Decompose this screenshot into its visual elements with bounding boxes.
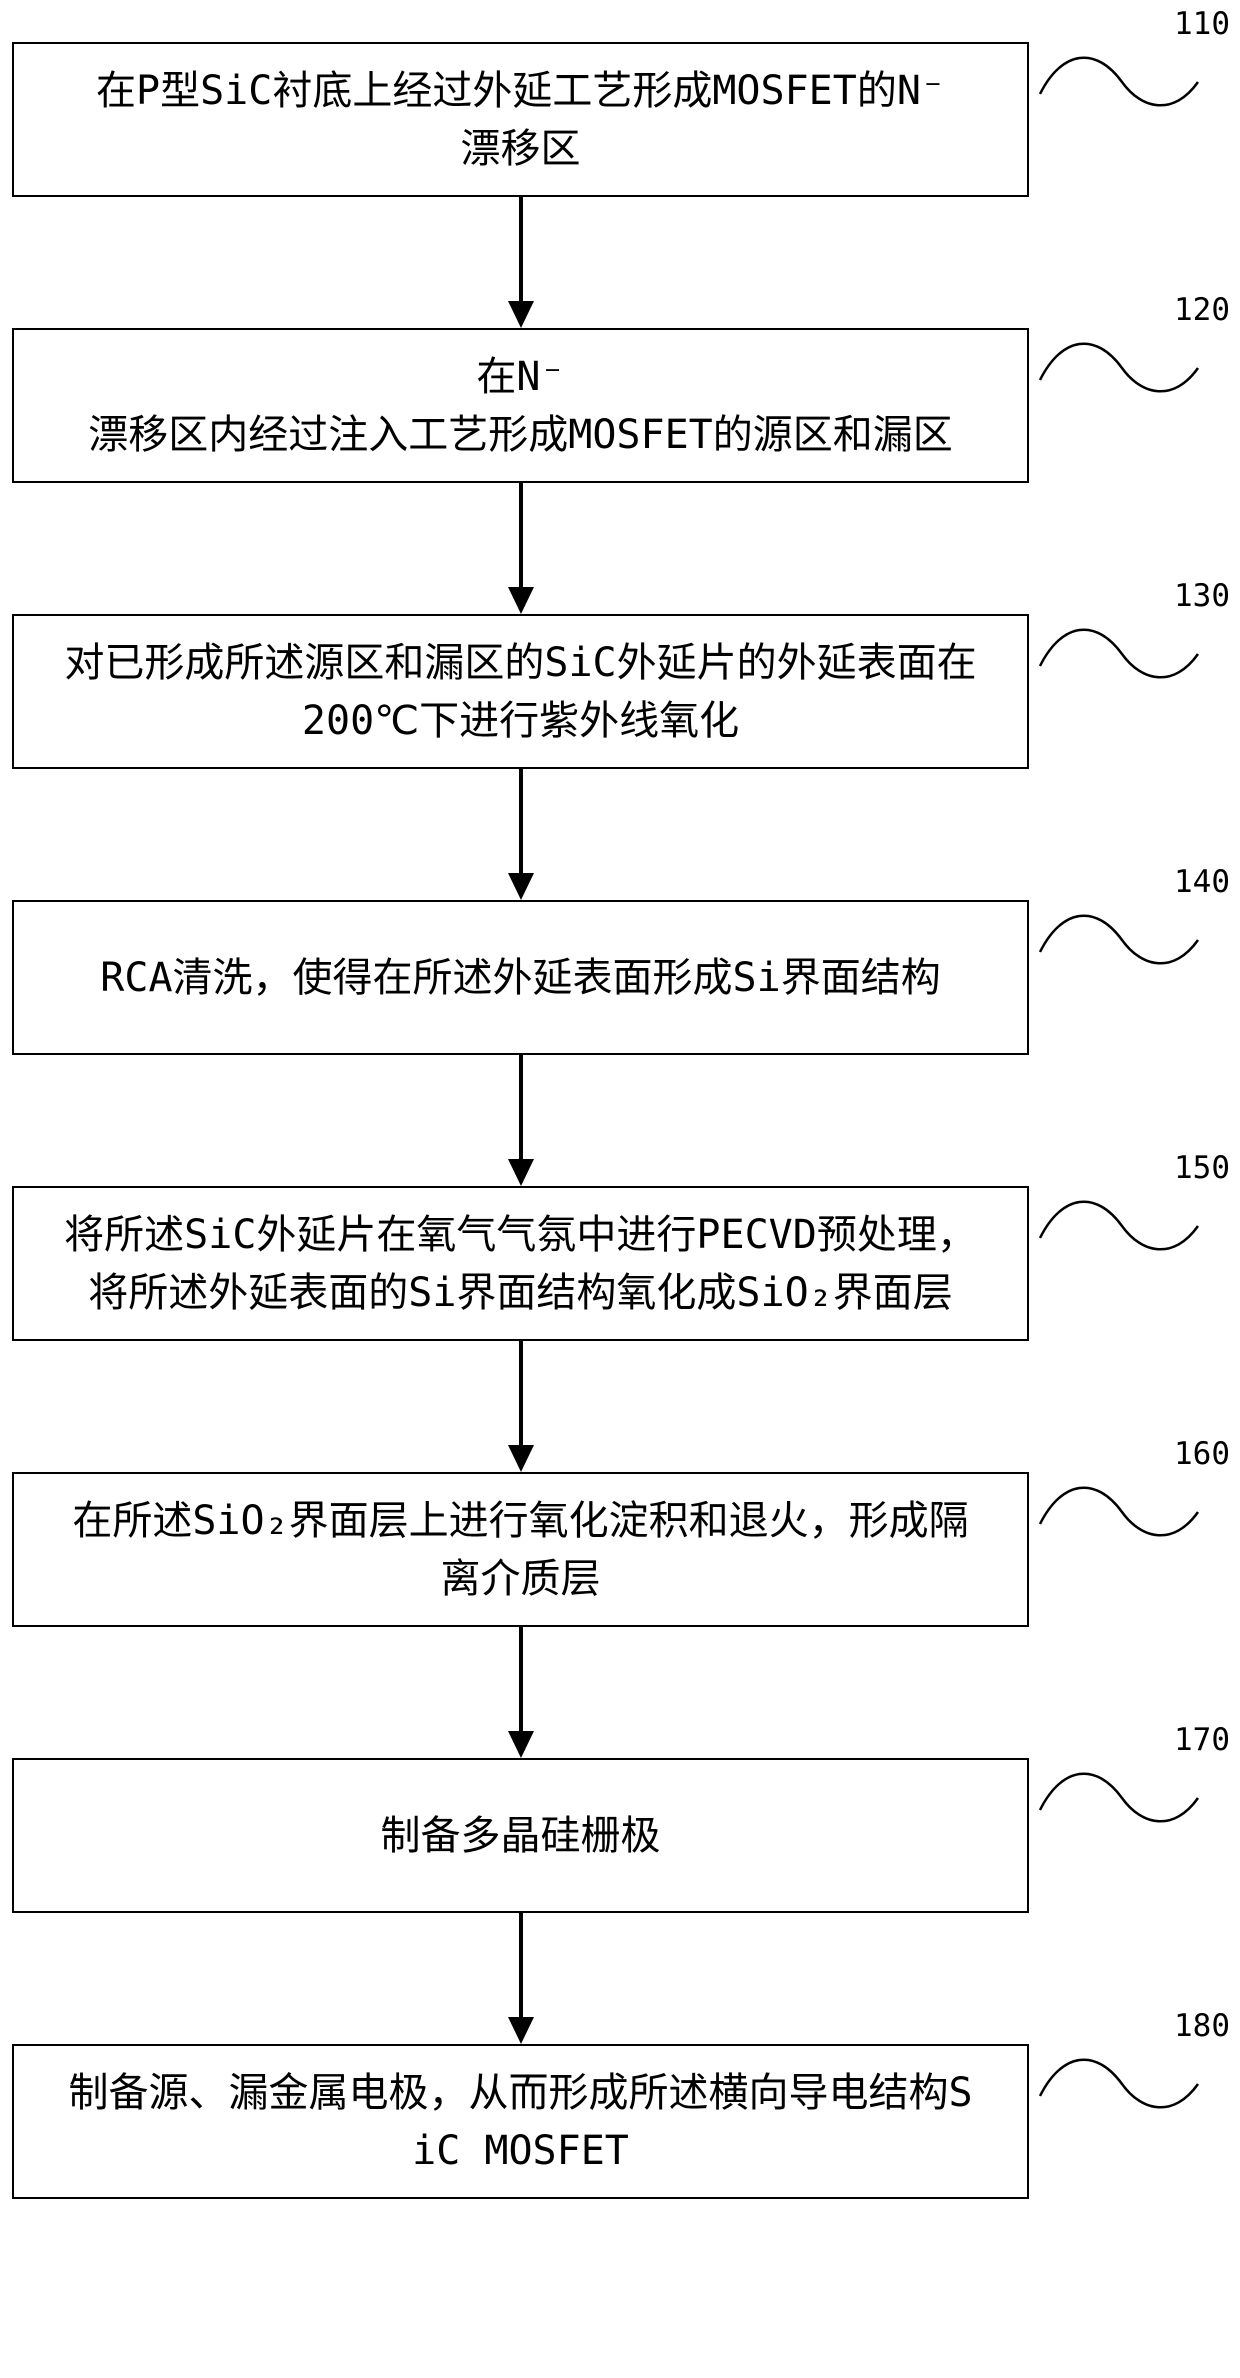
reference-number: 130 [1174,578,1230,614]
step-row-170: 170 制备多晶硅栅极 [0,1724,1240,1913]
arrow-shaft [518,1341,523,1445]
step-text-line: 离介质层 [440,1555,601,1602]
arrow-head [507,1445,534,1472]
wavy-connector-icon [1038,914,1200,965]
wavy-connector-icon [1038,1486,1200,1537]
step-text-line: 将所述外延表面的Si界面结构氧化成SiO₂界面层 [88,1269,953,1316]
reference-110: 110 [1002,8,1232,122]
arrow-shaft [518,1627,523,1731]
reference-160: 160 [1002,1438,1232,1552]
flow-arrow-down [12,1055,1029,1186]
step-text-line: RCA清洗，使得在所述外延表面形成Si界面结构 [100,954,941,1001]
step-text-line: 制备源、漏金属电极，从而形成所述横向导电结构S [68,2069,973,2116]
step-box-140: RCA清洗，使得在所述外延表面形成Si界面结构 [12,900,1029,1055]
step-text-line: iC MOSFET [412,2127,629,2174]
step-box-130: 对已形成所述源区和漏区的SiC外延片的外延表面在 200℃下进行紫外线氧化 [12,614,1029,769]
step-text-line: 200℃下进行紫外线氧化 [301,697,740,744]
reference-130: 130 [1002,580,1232,694]
step-text-line: 漂移区 [460,125,581,172]
step-box-180: 制备源、漏金属电极，从而形成所述横向导电结构S iC MOSFET [12,2044,1029,2199]
flow-arrow-down [12,1341,1029,1472]
wavy-connector-icon [1038,2058,1200,2109]
arrow-shaft [518,197,523,301]
arrow-shaft [518,1913,523,2017]
arrow-shaft [518,1055,523,1159]
step-row-180: 180 制备源、漏金属电极，从而形成所述横向导电结构S iC MOSFET [0,2010,1240,2199]
step-text-line: 制备多晶硅栅极 [380,1812,661,1859]
step-row-120: 120 在N⁻ 漂移区内经过注入工艺形成MOSFET的源区和漏区 [0,294,1240,483]
reference-170: 170 [1002,1724,1232,1838]
reference-120: 120 [1002,294,1232,408]
arrow-head [507,1159,534,1186]
step-text-line: 将所述SiC外延片在氧气气氛中进行PECVD预处理， [64,1211,977,1258]
reference-140: 140 [1002,866,1232,980]
step-row-110: 110 在P型SiC衬底上经过外延工艺形成MOSFET的N⁻ 漂移区 [0,8,1240,197]
flow-arrow-down [12,769,1029,900]
reference-number: 170 [1174,1722,1230,1758]
step-row-130: 130 对已形成所述源区和漏区的SiC外延片的外延表面在 200℃下进行紫外线氧… [0,580,1240,769]
step-row-160: 160 在所述SiO₂界面层上进行氧化淀积和退火，形成隔 离介质层 [0,1438,1240,1627]
step-text-line: 在P型SiC衬底上经过外延工艺形成MOSFET的N⁻ [96,67,945,114]
reference-number: 110 [1174,6,1230,42]
reference-number: 120 [1174,292,1230,328]
reference-number: 140 [1174,864,1230,900]
arrow-shaft [518,483,523,587]
wavy-connector-icon [1038,1200,1200,1251]
arrow-head [507,873,534,900]
step-box-110: 在P型SiC衬底上经过外延工艺形成MOSFET的N⁻ 漂移区 [12,42,1029,197]
step-text-line: 在所述SiO₂界面层上进行氧化淀积和退火，形成隔 [72,1497,969,1544]
flow-arrow-down [12,483,1029,614]
flow-arrow-down [12,1913,1029,2044]
arrow-head [507,587,534,614]
step-text-line: 在N⁻ [476,353,565,400]
step-row-140: 140 RCA清洗，使得在所述外延表面形成Si界面结构 [0,866,1240,1055]
step-box-160: 在所述SiO₂界面层上进行氧化淀积和退火，形成隔 离介质层 [12,1472,1029,1627]
flow-arrow-down [12,197,1029,328]
reference-150: 150 [1002,1152,1232,1266]
step-text-line: 对已形成所述源区和漏区的SiC外延片的外延表面在 [64,639,977,686]
reference-180: 180 [1002,2010,1232,2124]
wavy-connector-icon [1038,342,1200,393]
arrow-shaft [518,769,523,873]
arrow-head [507,301,534,328]
step-row-150: 150 将所述SiC外延片在氧气气氛中进行PECVD预处理， 将所述外延表面的S… [0,1152,1240,1341]
flow-arrow-down [12,1627,1029,1758]
wavy-connector-icon [1038,1772,1200,1823]
arrow-head [507,2017,534,2044]
step-box-120: 在N⁻ 漂移区内经过注入工艺形成MOSFET的源区和漏区 [12,328,1029,483]
step-box-150: 将所述SiC外延片在氧气气氛中进行PECVD预处理， 将所述外延表面的Si界面结… [12,1186,1029,1341]
arrow-head [507,1731,534,1758]
reference-number: 180 [1174,2008,1230,2044]
reference-number: 160 [1174,1436,1230,1472]
flowchart: 110 在P型SiC衬底上经过外延工艺形成MOSFET的N⁻ 漂移区 120 在… [0,8,1240,2199]
reference-number: 150 [1174,1150,1230,1186]
step-box-170: 制备多晶硅栅极 [12,1758,1029,1913]
step-text-line: 漂移区内经过注入工艺形成MOSFET的源区和漏区 [88,411,953,458]
wavy-connector-icon [1038,628,1200,679]
wavy-connector-icon [1038,56,1200,107]
